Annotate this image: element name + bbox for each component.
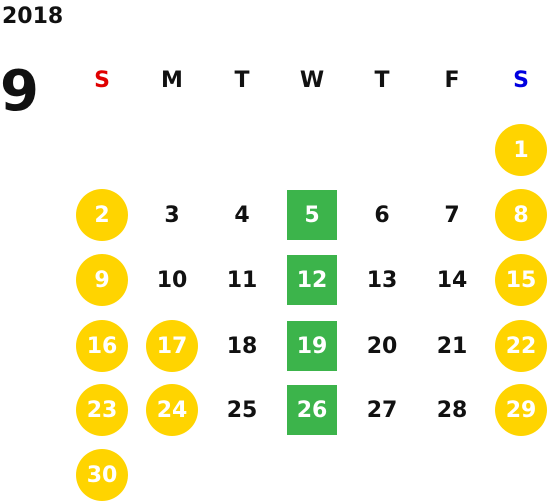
calendar-day-holiday[interactable]: 8 (495, 189, 547, 241)
calendar-day-holiday[interactable]: 15 (495, 254, 547, 306)
calendar-day-closed[interactable]: 12 (287, 255, 337, 305)
weekday-header: T (234, 68, 250, 93)
calendar-day-holiday[interactable]: 1 (495, 124, 547, 176)
calendar-day-normal[interactable]: 28 (436, 397, 468, 423)
calendar-day-normal[interactable]: 25 (226, 397, 258, 423)
calendar-day-holiday[interactable]: 29 (495, 384, 547, 436)
year-label: 2018 (2, 4, 64, 29)
calendar-day-holiday[interactable]: 22 (495, 320, 547, 372)
weekday-header: M (161, 68, 183, 93)
calendar-day-normal[interactable]: 6 (374, 202, 390, 228)
calendar-day-closed[interactable]: 26 (287, 385, 337, 435)
calendar-day-normal[interactable]: 3 (164, 202, 180, 228)
calendar-day-normal[interactable]: 13 (366, 267, 398, 293)
weekday-header: T (374, 68, 390, 93)
month-number: 9 (0, 59, 39, 124)
calendar-day-normal[interactable]: 27 (366, 397, 398, 423)
calendar-day-holiday[interactable]: 17 (146, 320, 198, 372)
calendar-day-normal[interactable]: 21 (436, 333, 468, 359)
calendar-day-normal[interactable]: 11 (226, 267, 258, 293)
calendar-day-holiday[interactable]: 2 (76, 189, 128, 241)
calendar-day-holiday[interactable]: 30 (76, 449, 128, 501)
calendar-day-holiday[interactable]: 9 (76, 254, 128, 306)
calendar-day-normal[interactable]: 10 (156, 267, 188, 293)
calendar-day-closed[interactable]: 5 (287, 190, 337, 240)
calendar-day-closed[interactable]: 19 (287, 321, 337, 371)
calendar-day-holiday[interactable]: 24 (146, 384, 198, 436)
calendar-day-normal[interactable]: 14 (436, 267, 468, 293)
weekday-header: F (444, 68, 460, 93)
calendar-day-normal[interactable]: 20 (366, 333, 398, 359)
weekday-header: S (513, 68, 529, 93)
weekday-header: W (299, 68, 325, 93)
calendar-day-holiday[interactable]: 23 (76, 384, 128, 436)
calendar-day-normal[interactable]: 7 (444, 202, 460, 228)
calendar-day-holiday[interactable]: 16 (76, 320, 128, 372)
calendar-day-normal[interactable]: 18 (226, 333, 258, 359)
calendar-day-normal[interactable]: 4 (234, 202, 250, 228)
weekday-header: S (94, 68, 110, 93)
